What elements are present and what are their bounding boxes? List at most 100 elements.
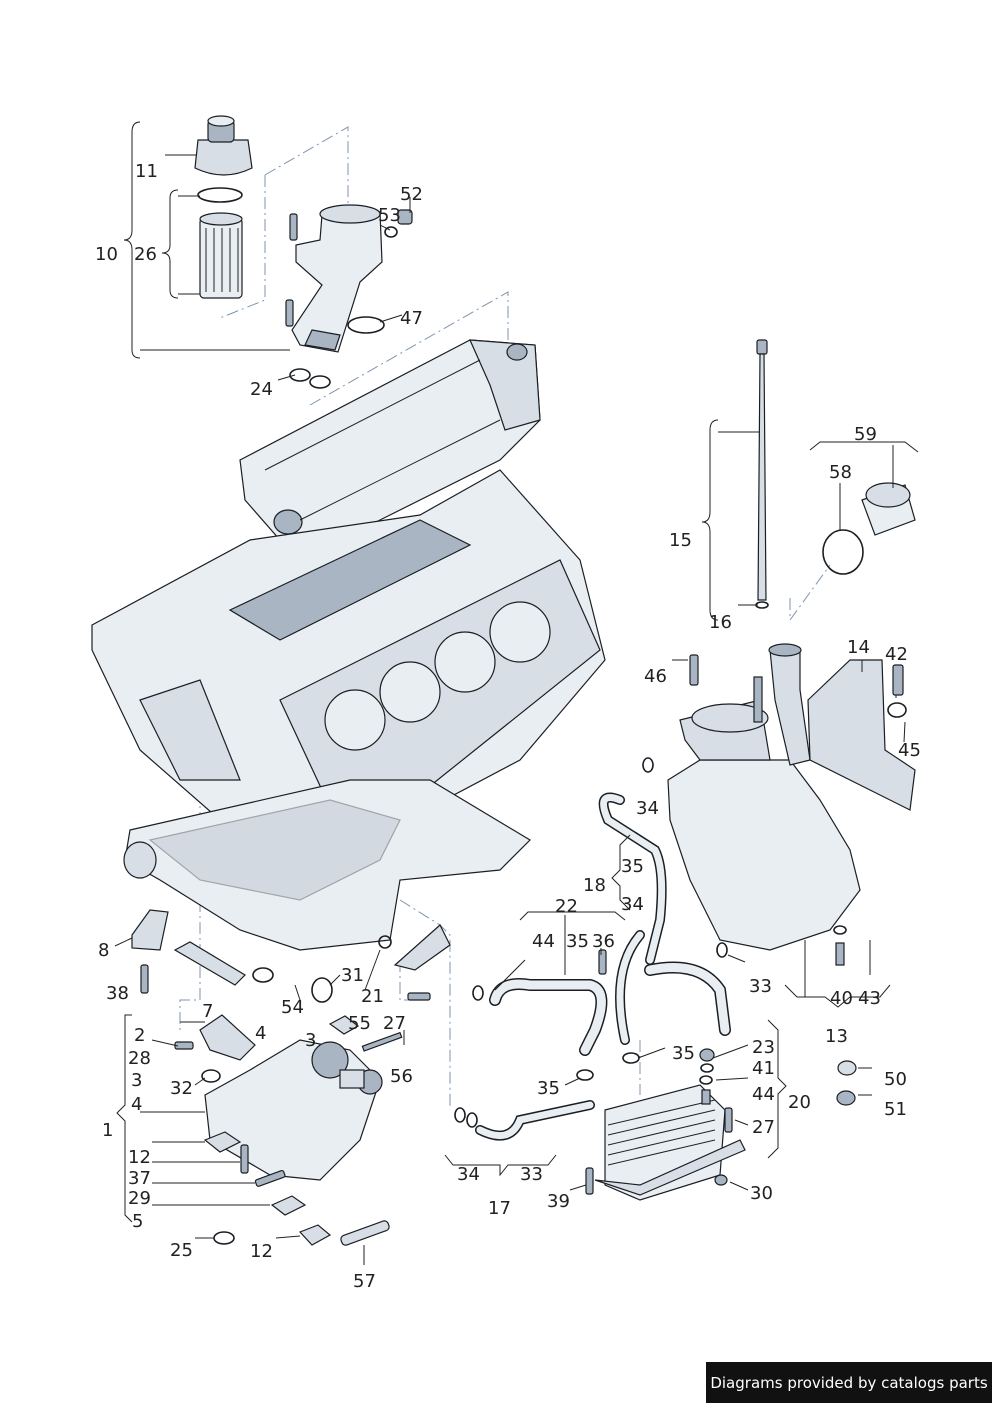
housing-bolt-lower [285, 299, 294, 327]
seal-32 [201, 1069, 221, 1083]
callout-41: 41 [752, 1058, 775, 1079]
oil-filter-element [199, 212, 243, 299]
callout-38: 38 [106, 983, 129, 1004]
bolt-12 [240, 1144, 249, 1174]
callout-26: 26 [134, 244, 157, 265]
callout-47: 47 [400, 308, 423, 329]
seal-40 [833, 925, 847, 935]
callout-28: 28 [128, 1048, 151, 1069]
bolt-screw [407, 992, 431, 1001]
oil-cooler [594, 1084, 746, 1201]
callout-27-b: 27 [752, 1117, 775, 1138]
callout-44-b: 44 [752, 1084, 775, 1105]
callout-2: 2 [134, 1025, 146, 1046]
callout-57: 57 [353, 1271, 376, 1292]
stud-44 [701, 1089, 711, 1105]
callout-45: 45 [898, 740, 921, 761]
oil-pump [204, 1039, 383, 1181]
callout-34-c: 34 [457, 1164, 480, 1185]
callout-3: 3 [131, 1070, 143, 1091]
callout-35-d: 35 [537, 1078, 560, 1099]
seal-34 [454, 1107, 466, 1123]
baffle-plate [173, 941, 246, 986]
filler-cap [861, 482, 916, 536]
callout-39: 39 [547, 1191, 570, 1212]
leader-lines [114, 121, 919, 1265]
callout-34-top: 34 [636, 798, 659, 819]
seal-58 [822, 529, 864, 575]
bolt-46 [689, 654, 699, 686]
gasket-12b [298, 1224, 332, 1246]
gasket-55 [328, 1015, 360, 1035]
hose-22-inner [490, 979, 606, 1055]
seal-ring-21 [378, 935, 392, 949]
callout-15: 15 [669, 530, 692, 551]
callout-42: 42 [885, 644, 908, 665]
plug-23 [699, 1048, 715, 1062]
callout-50: 50 [884, 1069, 907, 1090]
nut-51 [836, 1090, 856, 1106]
callout-53: 53 [378, 205, 401, 226]
callout-35-a: 35 [621, 856, 644, 877]
seal-44 [472, 985, 484, 1001]
callout-21: 21 [361, 986, 384, 1007]
callout-1: 1 [102, 1120, 114, 1141]
callout-14: 14 [847, 637, 870, 658]
cylinder-head-cover [239, 339, 541, 546]
bolt-27b [724, 1107, 733, 1133]
callout-54: 54 [281, 997, 304, 1018]
callout-55: 55 [348, 1013, 371, 1034]
plug-seal [384, 226, 398, 238]
callout-12-a: 12 [128, 1147, 151, 1168]
callout-25: 25 [170, 1240, 193, 1261]
callout-12-b: 12 [250, 1241, 273, 1262]
callout-56: 56 [390, 1066, 413, 1087]
callout-33-a: 33 [749, 976, 772, 997]
seal-33 [466, 1112, 478, 1128]
hose-35-inner [616, 931, 644, 1044]
bracket-part [131, 909, 169, 951]
callout-18: 18 [583, 875, 606, 896]
callout-59: 59 [854, 424, 877, 445]
callout-35-c: 35 [672, 1043, 695, 1064]
heat-shield-14 [807, 659, 916, 811]
callout-4-a: 4 [255, 1023, 267, 1044]
housing-o-ring [347, 316, 385, 334]
seal-34b [642, 757, 654, 773]
seal-35 [576, 1069, 594, 1081]
callout-37: 37 [128, 1168, 151, 1189]
bolt-43 [835, 942, 845, 966]
hose-17-inner [476, 1101, 594, 1140]
hose-34-inner [600, 794, 666, 964]
gasket-12a [203, 1131, 242, 1153]
gasket-plate [393, 924, 451, 971]
seal-ring-a [289, 368, 311, 382]
chain-guide-27 [361, 1031, 403, 1052]
callout-51: 51 [884, 1099, 907, 1120]
callout-30: 30 [750, 1183, 773, 1204]
bolt-42 [892, 664, 904, 696]
dipstick [755, 339, 769, 609]
oil-filter-cap [194, 115, 253, 176]
callout-43: 43 [858, 988, 881, 1009]
callout-29: 29 [128, 1188, 151, 1209]
bolt-39 [585, 1167, 594, 1195]
callout-35-b: 35 [566, 931, 589, 952]
seal-33b [716, 942, 728, 958]
callout-44: 44 [532, 931, 555, 952]
callout-10: 10 [95, 244, 118, 265]
plug-screw [397, 209, 413, 225]
plug-50 [837, 1060, 857, 1076]
seal-35b [622, 1052, 640, 1064]
bolt-38 [140, 964, 149, 994]
o-ring-31 [311, 977, 333, 1003]
oil-filter-housing [291, 204, 383, 353]
attribution-footer: Diagrams provided by catalogs parts [706, 1362, 992, 1403]
callout-20: 20 [788, 1092, 811, 1113]
housing-bolt [289, 213, 298, 241]
callout-40: 40 [830, 988, 853, 1009]
oil-pan-frame [123, 779, 531, 951]
pipe-57 [340, 1220, 390, 1246]
hose-33-inner [645, 963, 730, 1035]
